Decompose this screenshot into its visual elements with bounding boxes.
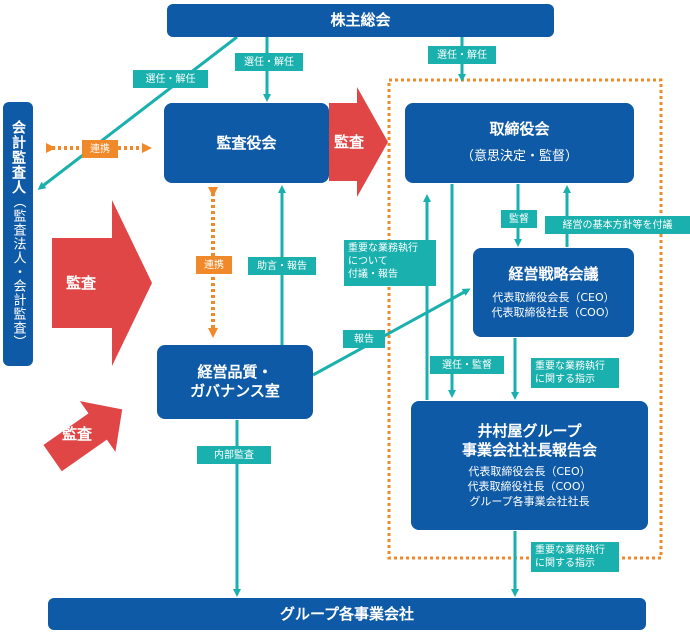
- strategy-member-2: 代表取締役社長（COO）: [491, 306, 616, 319]
- shareholders-box: 株主総会: [167, 4, 554, 37]
- label-report: 報告: [343, 330, 385, 348]
- label-cooperate-mid: 連携: [196, 256, 232, 274]
- report-meeting-line1: 井村屋グループ: [477, 422, 582, 440]
- audit-board-box: 監査役会: [164, 103, 329, 183]
- label-internal-audit: 内部監査: [197, 446, 271, 464]
- label-advice-report: 助言・報告: [248, 257, 316, 275]
- label-cooperate-top: 連携: [82, 140, 118, 158]
- board-area-dashed-frame: [387, 78, 663, 560]
- audit-arrow-auditor: [52, 200, 152, 366]
- label-elect-dismiss-board: 選任・解任: [428, 46, 496, 64]
- label-important-exec-line3: 付議・報告: [348, 269, 398, 280]
- line-quality-to-strategy: [312, 288, 471, 377]
- label-policy-submit: 経営の基本方針等を付議: [545, 216, 690, 234]
- label-important-exec-line1: 重要な業務執行: [348, 243, 418, 254]
- audit-text-auditor: 監査: [66, 274, 97, 292]
- report-meeting-line2: 事業会社社長報告会: [461, 441, 597, 459]
- audit-arrow-board: [329, 87, 388, 197]
- label-elect-dismiss-audit-board: 選任・解任: [235, 53, 303, 71]
- strategy-member-1: 代表取締役会長（CEO）: [492, 291, 615, 304]
- label-supervise: 監督: [501, 210, 537, 228]
- shareholders-label: 株主総会: [330, 11, 391, 29]
- auditor-box: 会計監査人 （監査法人・会計監査）: [3, 102, 33, 366]
- group-companies-label: グループ各事業会社: [279, 604, 415, 623]
- auditor-subtitle: （監査法人・会計監査）: [10, 194, 26, 349]
- audit-text-board: 監査: [334, 133, 365, 151]
- audit-board-label: 監査役会: [216, 133, 277, 152]
- strategy-box: 経営戦略会議 代表取締役会長（CEO） 代表取締役社長（COO）: [473, 248, 634, 337]
- label-instruction-1: 重要な業務執行 に関する指示: [531, 358, 619, 388]
- quality-governance-box: 経営品質・ ガバナンス室: [157, 345, 313, 419]
- label-instruction-2-line1: 重要な業務執行: [535, 545, 605, 556]
- audit-arrow-quality: [43, 401, 123, 472]
- label-important-exec-line2: について: [348, 256, 388, 267]
- label-instruction-2: 重要な業務執行 に関する指示: [531, 542, 619, 572]
- strategy-label: 経営戦略会議: [508, 265, 599, 283]
- report-meeting-member-1: 代表取締役会長（CEO）: [468, 465, 591, 478]
- auditor-title: 会計監査人: [10, 119, 26, 195]
- label-instruction-2-line2: に関する指示: [535, 558, 595, 569]
- quality-label-line2: ガバナンス室: [190, 382, 280, 400]
- label-elect-dismiss-auditor: 選任・解任: [133, 70, 208, 88]
- board-box: 取締役会 （意思決定・監督）: [405, 103, 634, 183]
- report-meeting-member-2: 代表取締役社長（COO）: [467, 480, 592, 493]
- board-label: 取締役会: [489, 120, 550, 138]
- label-instruction-1-line1: 重要な業務執行: [535, 361, 605, 372]
- quality-label-line1: 経営品質・: [197, 363, 273, 381]
- audit-text-quality: 監査: [62, 425, 93, 443]
- label-elect-supervise: 選任・監督: [430, 356, 504, 374]
- line-shareholders-to-auditor: [37, 35, 238, 190]
- label-important-exec: 重要な業務執行 について 付議・報告: [344, 240, 436, 286]
- board-sublabel: （意思決定・監督）: [460, 149, 578, 164]
- report-meeting-member-3: グループ各事業会社社長: [469, 495, 590, 508]
- label-instruction-1-line2: に関する指示: [535, 374, 595, 385]
- group-companies-box: グループ各事業会社: [48, 598, 646, 630]
- report-meeting-box: 井村屋グループ 事業会社社長報告会 代表取締役会長（CEO） 代表取締役社長（C…: [411, 401, 648, 530]
